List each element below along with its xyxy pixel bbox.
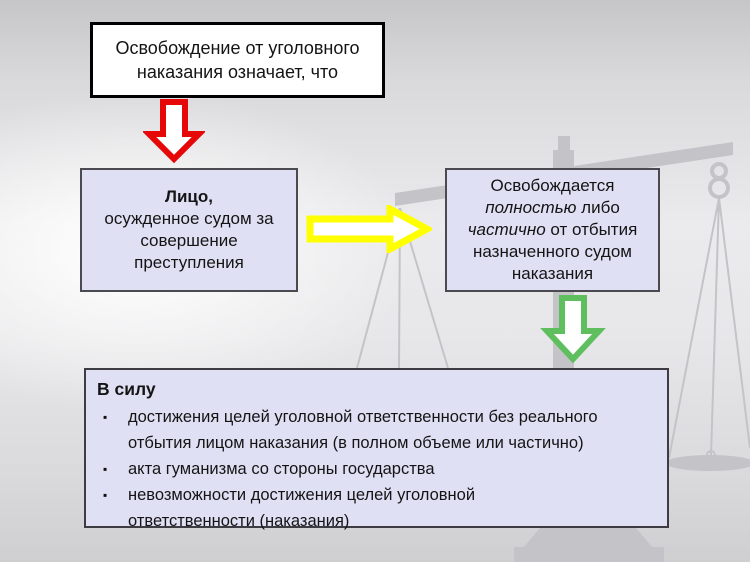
reason-item-1: ▪ достижения целей уголовной ответственн… [97, 404, 659, 456]
person-line-1: Лицо, [165, 187, 213, 206]
scales-right-pan [665, 455, 750, 471]
scales-pedestal [524, 528, 652, 547]
person-line-3: совершение [140, 231, 238, 250]
reason-3-line-2: ответственности (наказания) [128, 512, 350, 530]
reason-1-line-2: отбытия лицом наказания (в полном объеме… [128, 434, 584, 452]
release-line-4: назначенного судом [473, 241, 632, 263]
title-line-2: наказания означает, что [136, 62, 339, 82]
release-text-italic: полностью [485, 198, 577, 217]
reason-1-line-1: достижения целей уголовной ответственнос… [128, 408, 598, 426]
scales-right-strings [668, 197, 750, 459]
reason-item-2: ▪ акта гуманизма со стороны государства [97, 456, 659, 482]
reason-2-line-1: акта гуманизма со стороны государства [128, 460, 435, 478]
scales-chain-link-2 [708, 177, 730, 199]
reasons-content: В силу ▪ достижения целей уголовной отве… [86, 370, 667, 534]
release-line-2: полностью либо [485, 197, 620, 219]
yellow-right-arrow-icon [306, 205, 432, 253]
reasons-list: ▪ достижения целей уголовной ответственн… [97, 404, 659, 534]
scales-finial [558, 136, 570, 154]
release-line-5: наказания [512, 263, 593, 285]
bullet-square-icon: ▪ [103, 462, 108, 476]
person-line-4: преступления [134, 253, 244, 272]
green-down-arrow-icon [540, 295, 606, 364]
reason-item-3: невозможности достижения целей уголовной… [97, 482, 659, 534]
scales-pedestal-base [514, 547, 664, 562]
reason-3-line-1: невозможности достижения целей уголовной [128, 486, 476, 504]
release-text: либо [576, 198, 620, 217]
release-text: от отбытия [545, 220, 638, 239]
red-down-arrow-icon [143, 99, 205, 164]
person-box: Лицо, осужденное судом за совершение пре… [80, 168, 298, 292]
title-line-1: Освобождение от уголовного [115, 38, 360, 58]
bullet-square-icon: ▪ [103, 410, 108, 424]
reasons-box: В силу ▪ достижения целей уголовной отве… [84, 368, 669, 530]
scales-pan-ring [706, 450, 716, 460]
release-text: наказания [511, 264, 594, 283]
release-line-3: частично от отбытия [468, 219, 638, 241]
reasons-heading: В силу [97, 379, 156, 399]
release-text: Освобождается [490, 176, 615, 195]
release-box: Освобождается полностью либо частично от… [445, 168, 660, 292]
release-line-1: Освобождается [491, 175, 615, 197]
title-box: Освобождение от уголовного наказания озн… [90, 22, 385, 98]
person-line-2: осужденное судом за [104, 209, 274, 228]
release-text-italic: частично [467, 220, 546, 239]
scales-chain-link-1 [710, 162, 728, 180]
release-text: назначенного судом [473, 242, 632, 261]
bullet-square-icon: ▪ [103, 488, 108, 502]
